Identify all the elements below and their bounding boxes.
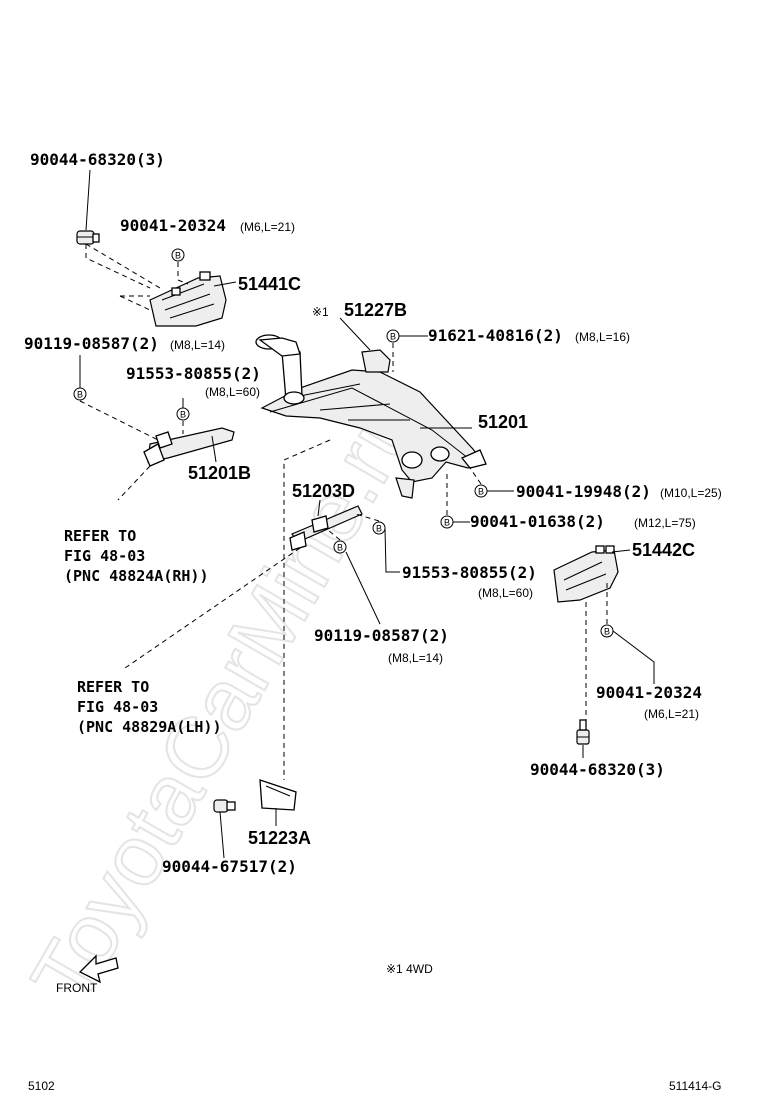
label-51201b: 51201B (188, 463, 251, 483)
leader-lines (79, 169, 655, 859)
bolt-mark-90041-19948: B (474, 484, 488, 498)
front-label: FRONT (56, 981, 98, 995)
label-90044-68320-right: 90044-68320(3) (530, 760, 665, 779)
label-51203d: 51203D (292, 481, 355, 501)
bolt-mark-91553-80855-mid: B (372, 521, 386, 535)
spec-90041-01638: (M12,L=75) (634, 516, 696, 530)
spec-90041-20324-right: (M6,L=21) (644, 707, 699, 721)
spec-91621-40816: (M8,L=16) (575, 330, 630, 344)
bolt-mark-91621-40816: B (386, 329, 400, 343)
bolt-mark-90041-20324-right: B (600, 624, 614, 638)
svg-text:B: B (77, 390, 83, 400)
label-90041-01638: 90041-01638(2) (470, 512, 605, 531)
svg-text:B: B (604, 627, 610, 637)
reference-lh-line-3: (PNC 48829A(LH)) (77, 718, 222, 736)
assembly-dashed-lines (79, 243, 608, 780)
note-mark-1: ※1 (312, 305, 329, 319)
bolt-mark-90119-08587-mid: B (333, 540, 347, 554)
label-90041-20324-left: 90041-20324 (120, 216, 226, 235)
spec-90041-19948: (M10,L=25) (660, 486, 722, 500)
reference-rh: REFER TO FIG 48-03 (PNC 48824A(RH)) (64, 527, 209, 585)
plate-51223a-drawing (259, 779, 297, 811)
spec-90119-08587-left: (M8,L=14) (170, 338, 225, 352)
clip-90044-68320-right-drawing (576, 719, 590, 745)
bolt-mark-90041-01638: B (440, 515, 454, 529)
label-51442c: 51442C (632, 540, 695, 560)
engine-under-cover-51442c-drawing (553, 545, 619, 603)
reference-lh: REFER TO FIG 48-03 (PNC 48829A(LH)) (77, 678, 222, 736)
label-91553-80855-left: 91553-80855(2) (126, 364, 261, 383)
svg-text:B: B (478, 487, 484, 497)
spec-91553-80855-left: (M8,L=60) (205, 385, 260, 399)
engine-under-cover-51441c-drawing (149, 271, 227, 327)
footnote-4wd: ※1 4WD (386, 962, 433, 976)
label-51441c: 51441C (238, 274, 301, 294)
front-suspension-crossmember-51201-drawing (255, 334, 487, 499)
svg-text:B: B (175, 251, 181, 261)
bolt-mark-90041-20324-left: B (171, 248, 185, 262)
label-90119-08587-left: 90119-08587(2) (24, 334, 159, 353)
label-91553-80855-mid: 91553-80855(2) (402, 563, 537, 582)
bracket-51201b-drawing (143, 427, 235, 467)
bolt-mark-90119-08587-left: B (73, 387, 87, 401)
svg-text:B: B (337, 543, 343, 553)
label-90119-08587-mid: 90119-08587(2) (314, 626, 449, 645)
bolt-mark-91553-80855-left: B (176, 407, 190, 421)
clip-90044-67517-drawing (213, 799, 236, 813)
page-number: 5102 (28, 1079, 55, 1093)
label-90044-67517: 90044-67517(2) (162, 857, 297, 876)
label-90041-19948: 90041-19948(2) (516, 482, 651, 501)
spec-91553-80855-mid: (M8,L=60) (478, 586, 533, 600)
spec-90041-20324-left: (M6,L=21) (240, 220, 295, 234)
svg-text:B: B (376, 524, 382, 534)
label-90044-68320-left: 90044-68320(3) (30, 150, 165, 169)
reference-lh-line-2: FIG 48-03 (77, 698, 158, 716)
label-51201: 51201 (478, 412, 528, 432)
bracket-51203d-drawing (289, 505, 363, 551)
figure-id: 511414-G (669, 1079, 721, 1093)
reference-lh-line-1: REFER TO (77, 678, 149, 696)
svg-text:B: B (444, 518, 450, 528)
reference-rh-line-2: FIG 48-03 (64, 547, 145, 565)
label-91621-40816: 91621-40816(2) (428, 326, 563, 345)
label-51227b: 51227B (344, 300, 407, 320)
reference-rh-line-1: REFER TO (64, 527, 136, 545)
svg-text:B: B (180, 410, 186, 420)
clip-90044-68320-left-drawing (76, 230, 100, 245)
front-arrow-icon (78, 954, 119, 984)
svg-text:B: B (390, 332, 396, 342)
reference-rh-line-3: (PNC 48824A(RH)) (64, 567, 209, 585)
label-51223a: 51223A (248, 828, 311, 848)
label-90041-20324-right: 90041-20324 (596, 683, 702, 702)
spec-90119-08587-mid: (M8,L=14) (388, 651, 443, 665)
